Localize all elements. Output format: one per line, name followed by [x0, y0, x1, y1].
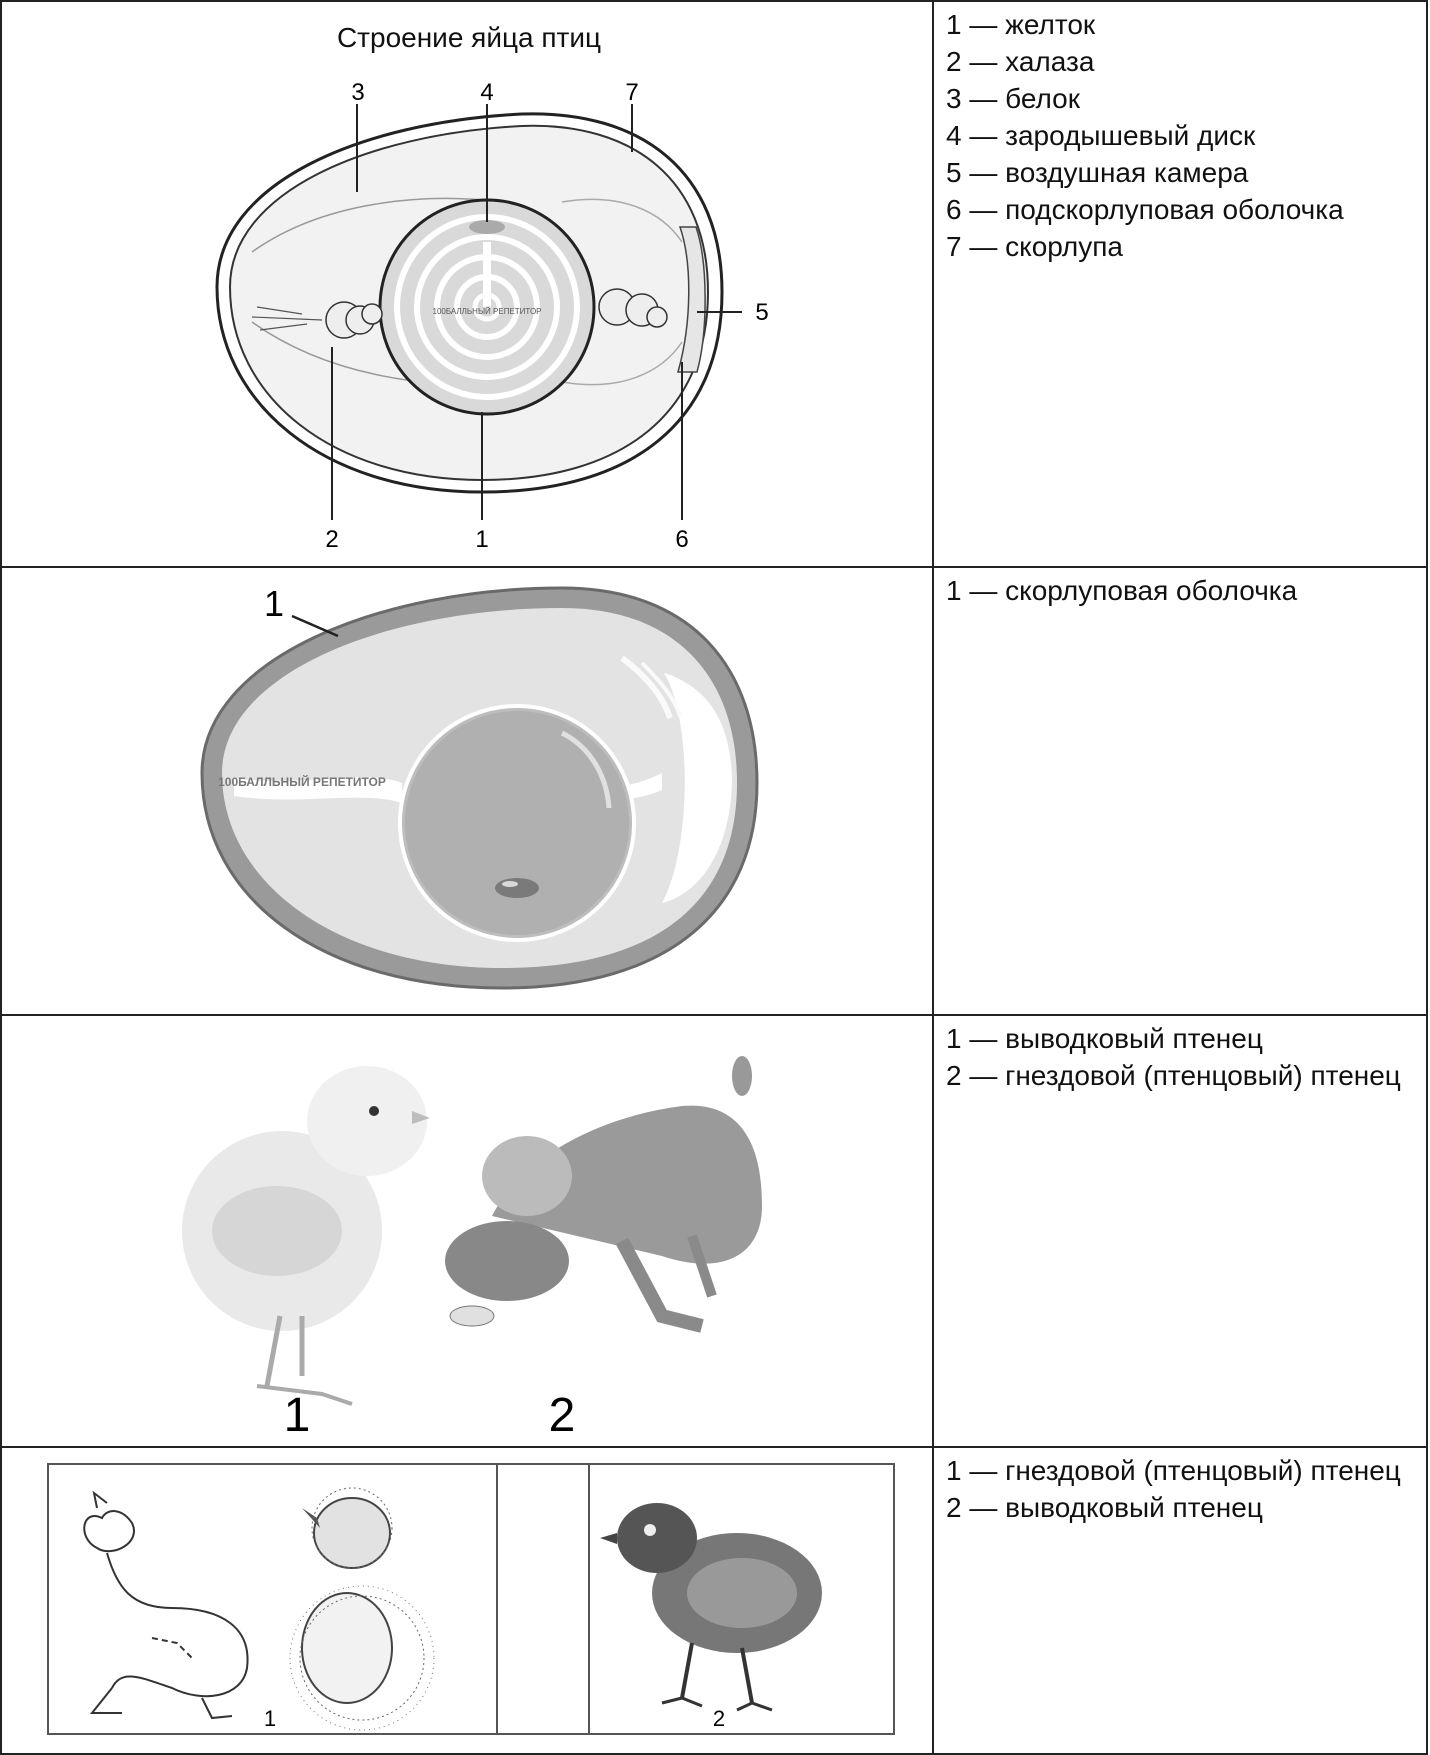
watermark: 100БАЛЛЬНЫЙ РЕПЕТИТОР	[218, 774, 386, 789]
label-2: 2	[325, 526, 338, 553]
label-7: 7	[625, 79, 638, 106]
legend-item: 1 — желток	[946, 6, 1426, 43]
legend-item: 7 — скорлупа	[946, 228, 1426, 265]
legend-item: 3 — белок	[946, 80, 1426, 117]
legend-item: 4 — зародышевый диск	[946, 117, 1426, 154]
egg-structure-diagram: 100БАЛЛЬНЫЙ РЕПЕТИТОР 3 4 7 5 2 1 6	[2, 2, 932, 562]
legend-item: 1 — гнездовой (птенцовый) птенец	[946, 1452, 1426, 1489]
chicks-photo: 1 2	[2, 1016, 932, 1446]
legend-item: 6 — подскорлуповая оболочка	[946, 191, 1426, 228]
label-5: 5	[755, 299, 768, 326]
photo-cell: 1 2	[0, 1016, 934, 1448]
chicks-drawing: 1 2	[2, 1448, 932, 1753]
label-3: 3	[351, 79, 364, 106]
table-row: 1 2 1 — гнездовой (птенцовый) птенец 2 —…	[0, 1446, 1428, 1755]
legend-item: 1 — скорлуповая оболочка	[946, 572, 1426, 609]
table-row: Строение яйца птиц	[0, 0, 1428, 568]
label-2: 2	[549, 1389, 576, 1442]
egg-section-diagram: 100БАЛЛЬНЫЙ РЕПЕТИТОР 1	[2, 568, 932, 1014]
diagram-cell: Строение яйца птиц	[0, 2, 934, 568]
diagram-cell: 100БАЛЛЬНЫЙ РЕПЕТИТОР 1	[0, 568, 934, 1016]
table-row: 1 2 1 — выводковый птенец 2 — гнездовой …	[0, 1014, 1428, 1448]
legend-cell: 1 — выводковый птенец 2 — гнездовой (пте…	[934, 1016, 1428, 1448]
legend-item: 2 — халаза	[946, 43, 1426, 80]
legend-item: 1 — выводковый птенец	[946, 1020, 1426, 1057]
drawing-cell: 1 2	[0, 1448, 934, 1753]
germinal-disc	[495, 878, 539, 898]
germinal-disc	[469, 220, 505, 234]
legend-cell: 1 — гнездовой (птенцовый) птенец 2 — выв…	[934, 1448, 1428, 1753]
legend-cell: 1 — скорлуповая оболочка	[934, 568, 1428, 1016]
legend-cell: 1 — желток 2 — халаза 3 — белок 4 — заро…	[934, 2, 1428, 568]
label-6: 6	[675, 526, 688, 553]
label-4: 4	[480, 79, 493, 106]
legend-item: 5 — воздушная камера	[946, 154, 1426, 191]
label-2: 2	[713, 1706, 725, 1731]
label-1: 1	[475, 526, 488, 553]
watermark: 100БАЛЛЬНЫЙ РЕПЕТИТОР	[433, 307, 542, 316]
label-1: 1	[264, 1706, 276, 1731]
label-1: 1	[284, 1389, 311, 1442]
legend-item: 2 — выводковый птенец	[946, 1489, 1426, 1526]
legend-item: 2 — гнездовой (птенцовый) птенец	[946, 1057, 1426, 1094]
label-1: 1	[264, 583, 284, 624]
table-row: 100БАЛЛЬНЫЙ РЕПЕТИТОР 1 1 — скорлуповая …	[0, 566, 1428, 1016]
